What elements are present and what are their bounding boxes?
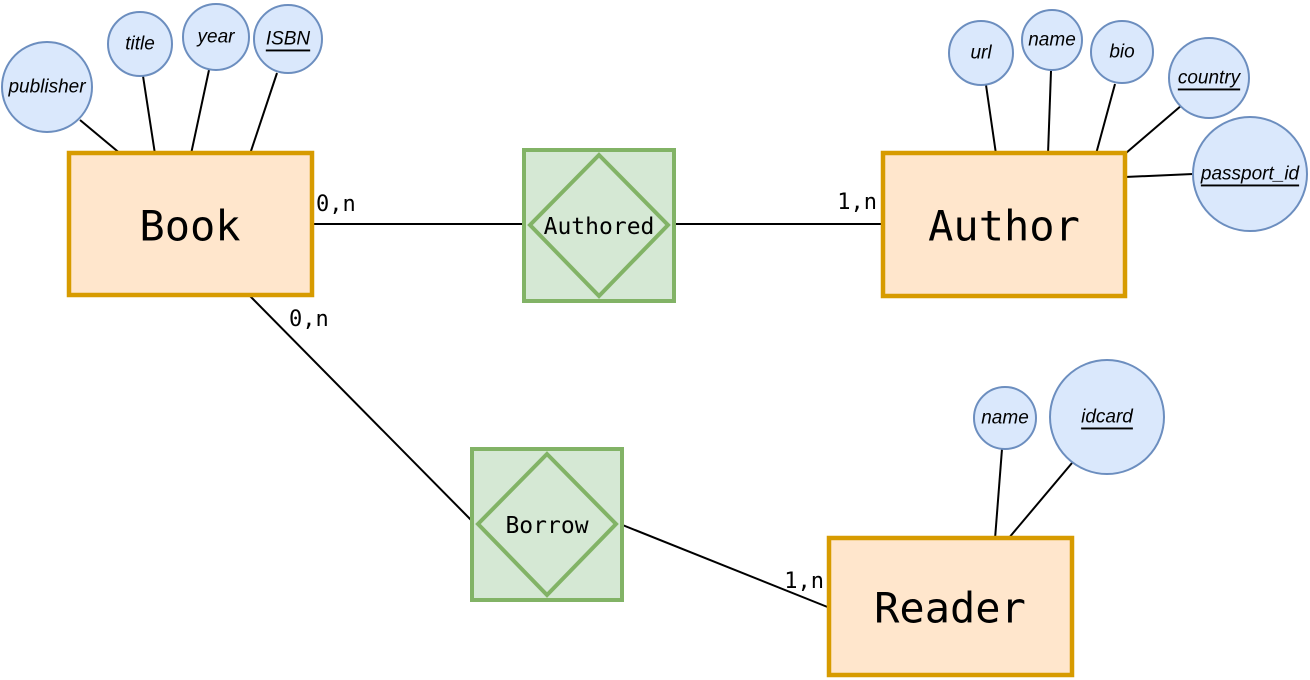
author-entity: Author — [880, 150, 1128, 299]
publisher-attribute: publisher — [1, 41, 93, 133]
edge-borrow-reader — [619, 523, 831, 609]
title-attribute-label: title — [125, 34, 155, 55]
reader-name-attribute: name — [973, 386, 1037, 450]
borrow-relationship-box — [470, 447, 624, 602]
cardinality-book-borrow: 0,n — [289, 307, 329, 332]
bio-attribute-circle — [1090, 20, 1154, 84]
connector-reader-idcard — [1007, 462, 1073, 540]
connector-author-name — [1047, 70, 1052, 155]
book-entity: Book — [66, 150, 315, 298]
connector-book-isbn — [249, 72, 278, 155]
idcard-attribute: idcard — [1049, 359, 1165, 475]
connector-book-title — [142, 75, 156, 155]
year-attribute: year — [182, 3, 250, 71]
reader-entity: Reader — [826, 535, 1075, 678]
title-attribute: title — [107, 11, 173, 77]
connector-book-publisher — [79, 119, 123, 156]
connector-author-passport-id — [1124, 173, 1194, 178]
year-attribute-label: year — [196, 27, 236, 48]
publisher-attribute-circle — [1, 41, 93, 133]
connector-book-year — [190, 69, 210, 155]
cardinality-authored-author: 1,n — [837, 190, 877, 215]
connector-author-url — [985, 84, 997, 155]
idcard-attribute-circle — [1049, 359, 1165, 475]
reader-name-attribute-circle — [973, 386, 1037, 450]
book-entity-label: Book — [139, 202, 240, 251]
passport-id-attribute-circle — [1192, 116, 1308, 232]
idcard-attribute-label: idcard — [1081, 407, 1134, 428]
url-attribute-circle — [948, 20, 1014, 86]
author-name-attribute-circle — [1021, 9, 1083, 71]
country-attribute: country — [1168, 37, 1250, 119]
borrow-relationship-diamond — [475, 451, 619, 598]
cardinality-book-authored: 0,n — [316, 192, 356, 217]
borrow-relationship-label: Borrow — [505, 513, 588, 539]
title-attribute-circle — [107, 11, 173, 77]
url-attribute: url — [948, 20, 1014, 86]
authored-relationship-label: Authored — [544, 214, 655, 240]
year-attribute-circle — [182, 3, 250, 71]
edge-book-borrow — [248, 294, 476, 525]
isbn-attribute-circle — [253, 4, 323, 74]
publisher-attribute-label: publisher — [7, 77, 86, 98]
connector-reader-name — [994, 448, 1003, 540]
passport-id-attribute-label: passport_id — [1200, 164, 1301, 185]
connector-author-country — [1125, 104, 1183, 154]
author-name-attribute: name — [1021, 9, 1083, 71]
country-attribute-label: country — [1178, 68, 1242, 89]
author-entity-label: Author — [928, 202, 1080, 251]
authored-relationship: Authored — [522, 148, 676, 303]
bio-attribute-label: bio — [1109, 42, 1134, 63]
authored-relationship-diamond — [527, 152, 671, 299]
bio-attribute: bio — [1090, 20, 1154, 84]
country-attribute-circle — [1168, 37, 1250, 119]
book-entity-box — [66, 150, 315, 298]
borrow-relationship: Borrow — [470, 447, 624, 602]
cardinality-borrow-reader: 1,n — [784, 569, 824, 594]
author-entity-box — [880, 150, 1128, 299]
reader-entity-box — [826, 535, 1075, 678]
author-name-attribute-label: name — [1028, 30, 1076, 51]
reader-entity-label: Reader — [874, 584, 1026, 633]
passport-id-attribute: passport_id — [1192, 116, 1308, 232]
authored-relationship-box — [522, 148, 676, 303]
isbn-attribute: ISBN — [253, 4, 323, 74]
reader-name-attribute-label: name — [981, 408, 1029, 429]
isbn-attribute-label: ISBN — [266, 29, 311, 50]
url-attribute-label: url — [970, 43, 992, 64]
connector-author-bio — [1095, 83, 1116, 155]
